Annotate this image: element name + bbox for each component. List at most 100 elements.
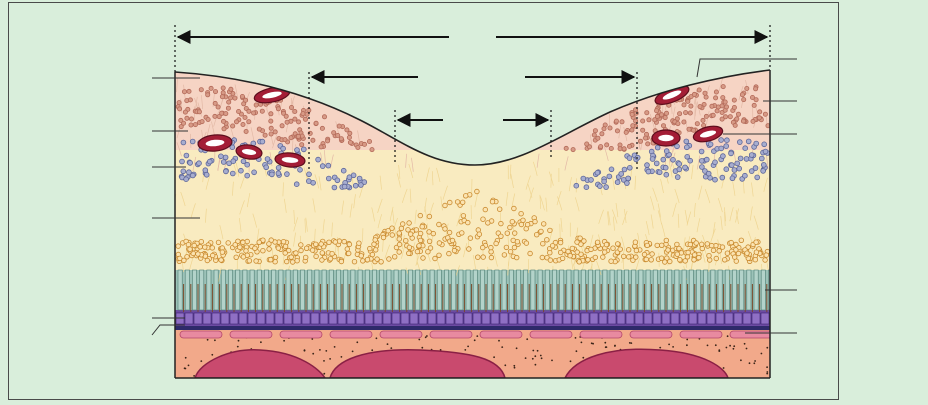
bipolar-cell xyxy=(702,168,708,174)
nerve-fiber xyxy=(557,196,563,211)
nuclear-cell xyxy=(507,224,513,231)
ganglion-cell xyxy=(741,97,747,103)
choroid-pigment xyxy=(590,342,593,345)
ganglion-cell xyxy=(683,110,689,116)
choroid-pigment xyxy=(726,335,729,338)
choroid-pigment xyxy=(672,346,674,348)
nerve-fiber xyxy=(612,216,615,231)
ganglion-cell xyxy=(186,88,192,94)
nuclear-cell xyxy=(498,220,504,227)
nuclear-cell xyxy=(266,241,272,247)
nerve-fiber xyxy=(721,174,726,189)
nerve-fiber xyxy=(341,200,345,215)
nuclear-cell xyxy=(539,254,545,261)
nuclear-cell xyxy=(417,212,423,219)
ganglion-cell xyxy=(292,109,298,115)
choroid-pigment xyxy=(464,349,467,351)
nuclear-cell xyxy=(432,255,438,262)
nerve-fiber xyxy=(392,217,398,233)
rpe-cell xyxy=(229,312,239,325)
ganglion-cell xyxy=(310,137,316,143)
choroid-pigment xyxy=(614,345,616,347)
photoreceptor-cell xyxy=(271,269,277,311)
nuclear-cell xyxy=(615,241,621,247)
rpe-cell xyxy=(445,312,455,325)
nerve-fiber xyxy=(440,196,443,211)
rpe-cell xyxy=(418,312,428,325)
choroid-pigment xyxy=(628,342,631,344)
nuclear-cell xyxy=(523,240,530,246)
nuclear-cell xyxy=(520,217,526,223)
ganglion-cell xyxy=(696,87,702,93)
bipolar-cell xyxy=(341,183,348,190)
nerve-fiber xyxy=(527,183,533,198)
bipolar-cell xyxy=(190,172,196,179)
nerve-fiber xyxy=(637,232,641,248)
choroid-pigment xyxy=(319,349,321,351)
nuclear-cell xyxy=(253,258,259,264)
ganglion-cell xyxy=(740,118,746,124)
rpe-cell xyxy=(625,312,635,325)
photoreceptor-cell xyxy=(580,269,586,311)
ganglion-cell xyxy=(617,146,623,152)
photoreceptor-cell xyxy=(350,269,356,311)
nerve-fiber xyxy=(283,198,287,213)
choroid-pigment xyxy=(311,338,314,340)
nerve-fiber xyxy=(763,177,768,192)
nuclear-cell xyxy=(319,257,325,263)
nuclear-cell xyxy=(648,257,654,263)
nuclear-cell xyxy=(677,257,683,263)
choroid-pigment xyxy=(582,356,585,359)
photoreceptor-cell xyxy=(343,269,349,311)
choroid-pigment xyxy=(211,353,214,356)
nuclear-cell xyxy=(344,246,350,252)
ganglion-cell xyxy=(757,109,763,115)
rpe-cell xyxy=(508,312,518,325)
ganglion-cell xyxy=(225,105,231,111)
rpe-cell xyxy=(760,312,770,325)
bipolar-cell xyxy=(244,161,251,168)
rpe-cell xyxy=(481,312,491,325)
nuclear-cell xyxy=(294,258,300,264)
nuclear-cell xyxy=(460,199,466,205)
nuclear-cell xyxy=(518,210,524,217)
nerve-fiber xyxy=(442,185,448,200)
bipolar-cell xyxy=(736,165,742,172)
nerve-fiber xyxy=(272,134,278,149)
rpe-cells xyxy=(175,312,770,325)
ganglion-cell xyxy=(736,111,742,117)
nerve-fiber xyxy=(238,218,242,233)
ganglion-cell xyxy=(212,113,218,119)
bipolar-cell xyxy=(614,179,621,186)
photoreceptor-cell xyxy=(732,269,737,311)
choroid-pigment xyxy=(574,337,577,339)
bipolar-cell xyxy=(222,154,229,161)
nerve-fiber xyxy=(505,191,509,206)
nuclear-cell xyxy=(416,243,422,249)
nerve-fiber xyxy=(213,112,219,127)
ganglion-cell xyxy=(259,108,265,114)
nerve-fiber xyxy=(314,174,320,189)
bipolar-cell xyxy=(618,171,624,177)
ganglion-cell xyxy=(302,116,308,122)
nuclear-cell xyxy=(699,241,705,247)
bipolar-cell xyxy=(663,148,670,154)
choroid-pigment xyxy=(536,349,539,352)
photoreceptor-cell xyxy=(544,269,550,311)
choroid-vessel-right xyxy=(563,348,730,378)
nerve-fiber xyxy=(669,163,673,178)
bipolar-cell xyxy=(718,145,724,152)
nuclear-cell xyxy=(643,256,649,263)
nuclear-cell xyxy=(585,257,591,263)
nuclear-cell xyxy=(318,241,324,247)
ganglion-cell xyxy=(199,119,205,125)
bipolar-cell xyxy=(573,182,580,189)
photoreceptor-cell xyxy=(688,269,694,311)
rpe-cell xyxy=(724,312,734,325)
nuclear-cell xyxy=(460,213,467,219)
blood-vessel-lumen xyxy=(262,91,282,99)
nerve-fiber xyxy=(305,217,308,232)
bipolar-cell xyxy=(334,177,341,184)
choroid-pigment xyxy=(686,338,689,341)
